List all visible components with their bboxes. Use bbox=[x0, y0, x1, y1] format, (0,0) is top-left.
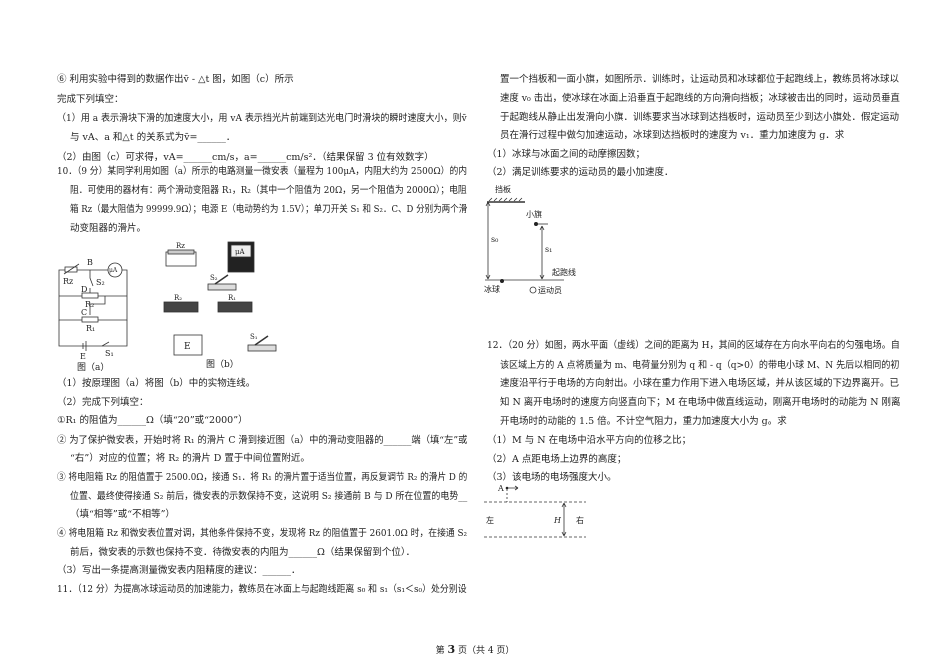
footer-prefix: 第 bbox=[435, 646, 448, 656]
caption-a: 图（a） bbox=[77, 362, 109, 372]
label-e: E bbox=[184, 342, 191, 352]
text-line: ③ 将电阻箱 Rz 的阻值置于 2500.0Ω，接通 S₁．将 R₁ 的滑片置于… bbox=[57, 472, 468, 483]
text-line: 置一个挡板和一面小旗，如图所示．训练时，让运动员和冰球都位于起跑线上，教练员将冰… bbox=[500, 74, 900, 85]
footer-suffix: 页（共 4 页） bbox=[455, 646, 515, 656]
label-s2: S₂ bbox=[96, 278, 105, 287]
text-line: 开电场时的动能的 1.5 倍。不计空气阻力，重力加速度大小为 g。求 bbox=[500, 416, 787, 427]
text-line: 于起跑线从静止出发滑向小旗．训练要求当冰球到达挡板时，运动员至少到达小旗处．假定… bbox=[500, 112, 900, 123]
page-footer: 第 3 页（共 4 页） bbox=[0, 643, 950, 656]
text-line: ⑥ 利用实验中得到的数据作出v̄ - △t 图，如图（c）所示 bbox=[57, 74, 294, 85]
label-ua: μA bbox=[235, 248, 246, 256]
text-line: （2）完成下列填空： bbox=[57, 397, 149, 408]
text-line: ② 为了保护微安表，开始时将 R₁ 的滑片 C 滑到接近图（a）中的滑动变阻器的… bbox=[57, 435, 468, 446]
label-d: D bbox=[81, 285, 87, 294]
text-line: （填“相等”或“不相等”） bbox=[70, 509, 175, 520]
label-h: H bbox=[553, 516, 562, 525]
figure-a-circuit: B μA Rz S₂ D R₂ C R₁ E S₁ 图（a） bbox=[58, 258, 128, 372]
label-left: 左 bbox=[486, 515, 494, 525]
text-line: 动变阻器的滑片。 bbox=[70, 223, 147, 234]
text-line: ①R₁ 的阻值为______Ω（填“20”或“2000”） bbox=[57, 415, 248, 426]
text-line: （3）该电场的电场强度大小。 bbox=[487, 472, 617, 483]
label-flag: 小旗 bbox=[526, 209, 542, 219]
label-rz: Rz bbox=[176, 242, 185, 250]
page-number: 3 bbox=[447, 643, 456, 656]
label-r2: R₂ bbox=[174, 294, 182, 302]
label-b: B bbox=[87, 258, 93, 267]
label-e: E bbox=[80, 352, 86, 361]
figure-b-apparatus: Rz μA S₂ R₂ R₁ E S₁ 图（b） bbox=[163, 241, 277, 370]
text-line: 前后，微安表的示数也保持不变．待微安表的内阻为______Ω（结果保留到个位）． bbox=[70, 547, 416, 558]
figure-electric-field: A 左 H 右 bbox=[484, 484, 586, 538]
label-s1: s₁ bbox=[545, 245, 552, 254]
label-board: 挡板 bbox=[495, 184, 511, 194]
text-line: （2）由图（c）可求得，vA=______cm/s，a=______cm/s²．… bbox=[57, 152, 434, 163]
label-puck: 冰球 bbox=[484, 284, 500, 294]
text-line: （2）A 点距电场上边界的高度； bbox=[487, 454, 627, 465]
text-line: 阻．可使用的器材有：两个滑动变阻器 R₁，R₂（其中一个阻值为 20Ω，另一个阻… bbox=[70, 185, 467, 196]
text-line: 知 N 离开电场时的速度方向竖直向下；M 在电场中做直线运动，刚离开电场时的动能… bbox=[500, 397, 901, 408]
text-line: 12．（20 分）如图，两水平面（虚线）之间的距离为 H，其间的区域存在方向水平… bbox=[487, 340, 900, 351]
text-line: 与 vA、a 和△t 的关系式为v̄=______． bbox=[70, 132, 236, 143]
figure-ice-hockey: 挡板 小旗 s₀ s₁ 起跑线 冰球 运动员 bbox=[484, 184, 576, 295]
text-line: “右”）对应的位置；将 R₂ 的滑片 D 置于中间位置附近。 bbox=[70, 453, 310, 464]
text-line: 速度 v₀ 击出，使冰球在冰面上沿垂直于起跑线的方向滑向挡板；冰球被击出的同时，… bbox=[500, 93, 900, 104]
text-line: ④ 将电阻箱 Rz 和微安表位置对调，其他条件保持不变，发现将 Rz 的阻值置于… bbox=[57, 528, 468, 539]
text-line: 该区域上方的 A 点将质量为 m、电荷量分别为 q 和 - q（q>0）的带电小… bbox=[500, 360, 900, 371]
text-line: （1）用 a 表示滑块下滑的加速度大小，用 vA 表示挡光片前端到达光电门时滑块… bbox=[57, 113, 467, 124]
label-a: A bbox=[497, 484, 504, 493]
label-c: C bbox=[81, 308, 87, 317]
text-line: 速度沿平行于电场的方向射出。小球在重力作用下进入电场区域，并从该区域的下边界离开… bbox=[500, 378, 900, 389]
text-line: 位置、最终使得接通 S₂ 前后，微安表的示数保持不变，这说明 S₂ 接通前 B … bbox=[70, 491, 468, 502]
text-line: （1）按原理图（a）将图（b）中的实物连线。 bbox=[57, 378, 256, 389]
label-athlete: 运动员 bbox=[538, 285, 562, 295]
label-s0: s₀ bbox=[491, 235, 498, 244]
text-line: （2）满足训练要求的运动员的最小加速度． bbox=[487, 167, 674, 178]
label-start-line: 起跑线 bbox=[552, 267, 576, 277]
caption-b: 图（b） bbox=[206, 359, 239, 370]
label-r2: R₂ bbox=[85, 300, 94, 309]
text-line: （1）冰球与冰面之间的动摩擦因数； bbox=[487, 149, 646, 160]
label-r1: R₁ bbox=[228, 294, 236, 302]
text-line: 11．（12 分）为提高冰球运动员的加速能力，教练员在冰面上与起跑线距离 s₀ … bbox=[57, 584, 467, 595]
label-right: 右 bbox=[576, 515, 584, 525]
label-ua: μA bbox=[109, 267, 118, 274]
label-s1: S₁ bbox=[105, 349, 114, 358]
label-r1: R₁ bbox=[86, 324, 95, 333]
text-line: （1）M 与 N 在电场中沿水平方向的位移之比； bbox=[487, 435, 692, 446]
text-line: 10．（9 分）某同学利用如图（a）所示的电路测量一微安表（量程为 100μA，… bbox=[57, 166, 468, 177]
label-s2: S₂ bbox=[210, 274, 218, 282]
text-line: 箱 Rz（最大阻值为 99999.9Ω）；电源 E（电动势约为 1.5V）；单刀… bbox=[70, 204, 468, 215]
label-s1: S₁ bbox=[250, 333, 258, 341]
text-line: 员在滑行过程中做匀加速运动，冰球到达挡板时的速度为 v₁．重力加速度为 g．求 bbox=[500, 130, 845, 141]
text-line: （3）写出一条提高测量微安表内阻精度的建议：______． bbox=[57, 565, 301, 576]
text-line: 完成下列填空： bbox=[57, 94, 124, 105]
label-rz: Rz bbox=[63, 277, 73, 286]
